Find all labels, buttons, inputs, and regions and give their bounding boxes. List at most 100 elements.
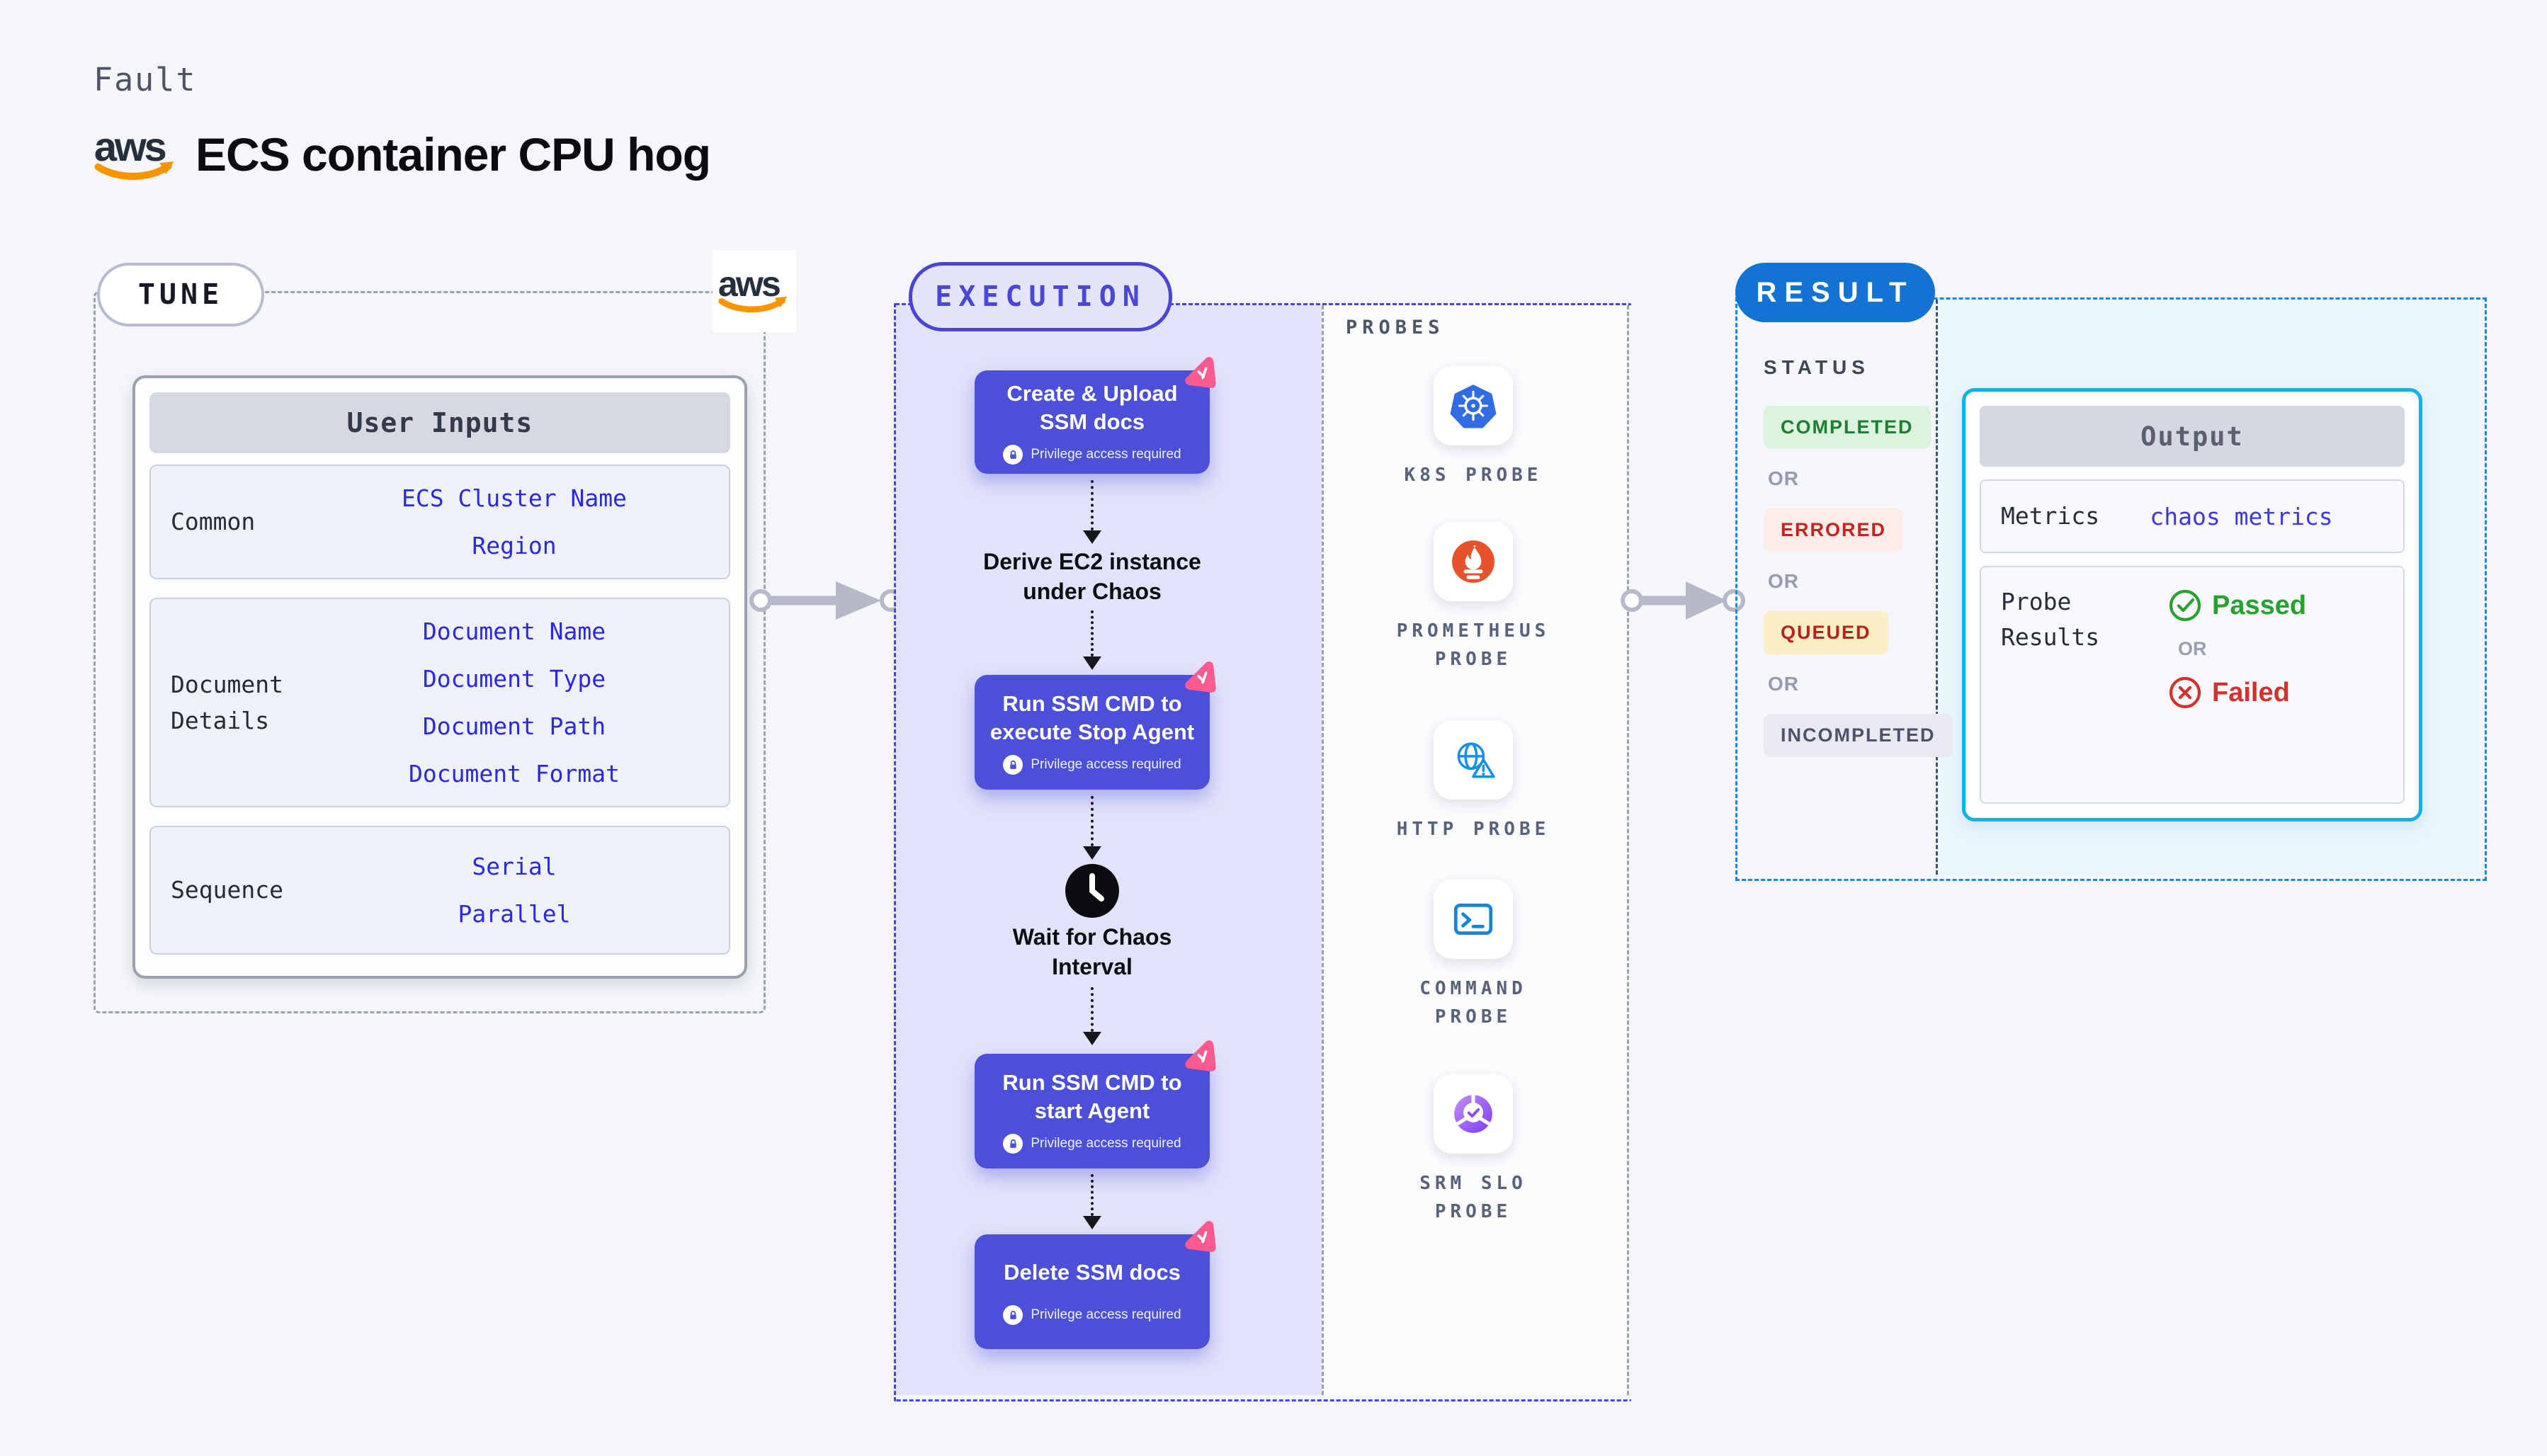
- globe-warning-icon: [1434, 720, 1513, 800]
- privilege-label: Privilege access required: [1031, 757, 1181, 772]
- probes-heading: PROBES: [1346, 317, 1445, 339]
- or-label: OR: [2178, 638, 2207, 659]
- aws-logo-graphic: aws: [94, 125, 174, 180]
- tune-section-badge: TUNE: [97, 263, 264, 326]
- wait-clock-icon: [1065, 864, 1119, 918]
- node-title-line: Run SSM CMD to: [1002, 691, 1182, 716]
- output-title: Output: [1980, 406, 2405, 467]
- chaos-experiment-icon: [1179, 655, 1223, 699]
- execution-to-result-arrow: [1621, 581, 1745, 620]
- aws-logo: aws: [92, 125, 180, 183]
- input-row-document-details: Document Details Document Name Document …: [149, 598, 730, 807]
- input-value: Document Path: [422, 712, 606, 740]
- passed-verdict: Passed: [2168, 588, 2306, 622]
- metrics-label: Metrics: [2001, 502, 2100, 530]
- metrics-row: Metrics chaos metrics: [1980, 479, 2405, 553]
- page-title: ECS container CPU hog: [195, 128, 711, 181]
- privilege-label: Privilege access required: [1031, 1307, 1181, 1322]
- step-node-run-ssm-start-agent: Run SSM CMD to start Agent Privilege acc…: [975, 1040, 1216, 1168]
- step-label-line: Derive EC2 instance: [983, 549, 1201, 574]
- aws-logo-small: aws: [713, 250, 796, 332]
- privilege-row: Privilege access required: [1003, 1134, 1181, 1154]
- privilege-row: Privilege access required: [1003, 755, 1181, 775]
- input-row-sequence: Sequence Serial Parallel: [149, 826, 730, 955]
- step-label-line: under Chaos: [1023, 579, 1162, 604]
- input-row-values: Document Name Document Type Document Pat…: [376, 618, 652, 787]
- terminal-icon: [1434, 880, 1513, 959]
- tune-to-execution-arrow: [749, 581, 902, 620]
- node-title: Run SSM CMD to start Agent: [1002, 1069, 1181, 1125]
- probe-label: PROMETHEUS PROBE: [1396, 620, 1550, 671]
- input-row-values: ECS Cluster Name Region: [376, 484, 652, 559]
- step-node-create-upload-ssm-docs: Create & Upload SSM docs Privilege acces…: [975, 357, 1216, 474]
- probe-results-label: Probe Results: [2001, 588, 2100, 651]
- input-value: Document Name: [422, 618, 606, 645]
- lock-icon: [1003, 1134, 1023, 1154]
- input-row-label: Document Details: [171, 670, 283, 734]
- probe-results-values: Passed OR Failed: [2143, 588, 2383, 710]
- node-title: Create & Upload SSM docs: [1006, 380, 1177, 436]
- probe-item-srm-slo: SRM SLO PROBE: [1322, 1074, 1625, 1227]
- lock-icon: [1003, 755, 1023, 775]
- execution-section-box: [894, 303, 1631, 1401]
- status-badge-queued: QUEUED: [1764, 611, 1888, 654]
- step-node-run-ssm-stop-agent: Run SSM CMD to execute Stop Agent Privil…: [975, 661, 1216, 790]
- step-label-line: Interval: [1052, 954, 1133, 979]
- svg-text:aws: aws: [718, 267, 780, 304]
- node-title: Delete SSM docs: [1004, 1258, 1181, 1287]
- probe-item-prometheus: PROMETHEUS PROBE: [1322, 522, 1625, 674]
- probe-item-k8s: K8S PROBE: [1322, 366, 1625, 489]
- flow-arrow-down: [1079, 987, 1105, 1045]
- output-card: Output Metrics chaos metrics Probe Resul…: [1962, 388, 2422, 821]
- fault-kicker: Fault: [93, 61, 197, 98]
- user-inputs-card: User Inputs Common ECS Cluster Name Regi…: [132, 375, 747, 979]
- step-label-derive-ec2: Derive EC2 instance under Chaos: [975, 547, 1210, 606]
- node-title-line: Delete SSM docs: [1004, 1260, 1181, 1285]
- status-badge-errored: ERRORED: [1764, 508, 1904, 552]
- flow-arrow-down: [1079, 796, 1105, 860]
- probe-label: K8S PROBE: [1404, 465, 1543, 486]
- lock-icon: [1003, 445, 1023, 465]
- input-value: Parallel: [458, 900, 571, 928]
- status-column: STATUS COMPLETED OR ERRORED OR QUEUED OR…: [1764, 356, 1953, 775]
- step-label-line: Wait for Chaos: [1012, 924, 1172, 950]
- lock-icon: [1003, 1305, 1023, 1325]
- failed-label: Failed: [2212, 677, 2290, 707]
- check-circle-icon: [2169, 589, 2201, 622]
- probe-label: COMMAND PROBE: [1419, 978, 1527, 1028]
- status-badge-completed: COMPLETED: [1764, 406, 1931, 449]
- input-value: ECS Cluster Name: [402, 484, 627, 512]
- probe-label: HTTP PROBE: [1396, 819, 1550, 840]
- execution-panel: [896, 305, 1322, 1395]
- node-title-line: SSM docs: [1039, 409, 1145, 434]
- node-title-line: Create & Upload: [1006, 381, 1178, 406]
- flow-arrow-down: [1079, 610, 1105, 670]
- metrics-value: chaos metrics: [2150, 502, 2333, 530]
- svg-text:aws: aws: [94, 127, 166, 170]
- user-inputs-rows: Common ECS Cluster Name Region Document …: [149, 465, 730, 955]
- result-section-box: [1735, 297, 2487, 881]
- node-title-line: execute Stop Agent: [989, 720, 1195, 744]
- chaos-experiment-icon: [1179, 351, 1223, 394]
- privilege-label: Privilege access required: [1031, 1136, 1181, 1151]
- probes-panel: [1322, 305, 1629, 1395]
- input-row-common: Common ECS Cluster Name Region: [149, 465, 730, 579]
- input-row-values: Serial Parallel: [376, 853, 652, 928]
- input-row-label: Common: [171, 508, 256, 536]
- probe-results-row: Probe Results Passed OR Failed: [1980, 566, 2405, 804]
- slo-gauge-icon: [1434, 1074, 1513, 1154]
- chaos-experiment-icon: [1179, 1215, 1223, 1258]
- or-label: OR: [1768, 570, 1799, 592]
- flow-arrow-down: [1079, 1174, 1105, 1229]
- step-node-delete-ssm-docs: Delete SSM docs Privilege access require…: [975, 1221, 1216, 1349]
- prometheus-icon: [1434, 522, 1513, 601]
- passed-label: Passed: [2212, 590, 2307, 620]
- input-value: Document Type: [422, 665, 606, 693]
- status-badge-incompleted: INCOMPLETED: [1764, 714, 1953, 757]
- probe-label: SRM SLO PROBE: [1419, 1173, 1527, 1223]
- privilege-row: Privilege access required: [1003, 1305, 1181, 1325]
- node-title-line: Run SSM CMD to: [1002, 1070, 1182, 1095]
- tune-section-box: [93, 291, 766, 1013]
- flow-arrow-down: [1079, 480, 1105, 544]
